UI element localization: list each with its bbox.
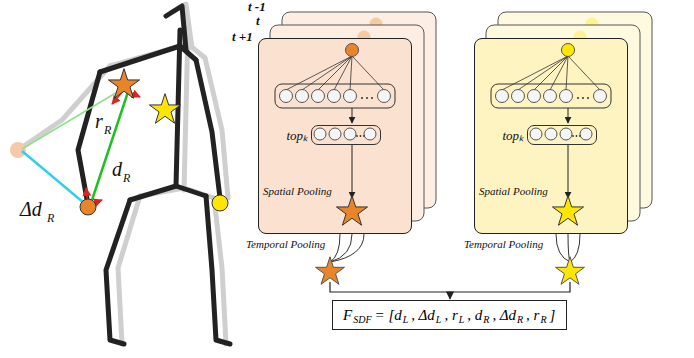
hand-joint (212, 195, 228, 211)
feature-unit (314, 128, 326, 140)
formula-text: , r (444, 307, 457, 324)
subscript: R (123, 172, 130, 185)
ghost-hand (10, 142, 26, 158)
formula-text: ] (550, 307, 556, 324)
local-frame (86, 90, 140, 205)
feature-unit (560, 128, 572, 140)
subscript: L (459, 314, 465, 325)
pooled-star (316, 257, 345, 285)
feature-unit (580, 128, 592, 140)
merge-line (330, 282, 450, 292)
feature-unit (528, 90, 541, 103)
subscript: R (104, 124, 111, 137)
pooled-star (556, 257, 585, 285)
frame-label: t (256, 14, 260, 28)
delta-vector (22, 151, 84, 203)
feature-unit (280, 90, 293, 103)
topk-box: topₖ (527, 125, 597, 145)
panel-illustration (258, 38, 412, 234)
feature-unit (344, 90, 357, 103)
feature-unit (560, 90, 573, 103)
merge-line (450, 282, 570, 292)
pooling-label: Spatial Pooling (479, 185, 548, 197)
formula-text: , r (526, 307, 539, 324)
formula-text: = [d (375, 307, 402, 324)
pooling-label: Spatial Pooling (263, 185, 332, 197)
merge-arrow (449, 292, 450, 299)
symbol-label: Δd (20, 198, 42, 220)
pooled-star (552, 196, 583, 226)
formula-text: , Δd (492, 307, 516, 324)
temporal-line (330, 234, 364, 262)
formula-text: , Δd (411, 307, 435, 324)
feature-unit (544, 90, 557, 103)
feature-unit (328, 90, 341, 103)
subscript: R (47, 212, 54, 225)
ghost-skeleton (18, 4, 228, 344)
pooling-label: Temporal Pooling (464, 238, 543, 250)
hand-joint (80, 199, 96, 215)
feature-row (275, 84, 395, 108)
joint-star (149, 94, 180, 124)
subscript: L (436, 314, 442, 325)
feature-unit (378, 90, 391, 103)
formula-text: F (343, 307, 352, 324)
topk-box: topₖ (311, 125, 381, 145)
feature-unit (496, 90, 509, 103)
feature-unit (594, 90, 607, 103)
feature-unit (329, 128, 341, 140)
subscript: L (403, 314, 409, 325)
temporal-line (556, 234, 570, 262)
feature-unit (512, 90, 525, 103)
feature-unit (545, 128, 557, 140)
feature-box: FSDF= [dL, ΔdL, rL, dR, ΔdR, rR] (332, 300, 567, 330)
ghost-vector (22, 88, 124, 149)
joint-star (108, 69, 139, 99)
subscript: R (540, 314, 546, 325)
feature-unit (364, 128, 376, 140)
frame-panel: Spatial Pooling topₖ (474, 38, 628, 234)
temporal-line (330, 234, 340, 262)
feature-unit (344, 128, 356, 140)
panel-illustration (474, 38, 628, 234)
feature-row (491, 84, 611, 108)
joint-dot (346, 44, 359, 57)
temporal-line (570, 234, 580, 262)
feature-unit (530, 128, 542, 140)
symbol-label: r (95, 110, 103, 132)
symbol-label: d (112, 158, 122, 180)
joint-dot (562, 44, 575, 57)
skeleton (78, 6, 230, 344)
frame-label: t +1 (232, 30, 253, 44)
topk-label: topₖ (502, 126, 524, 144)
feature-unit (296, 90, 309, 103)
temporal-line (330, 234, 352, 262)
subscript: R (483, 314, 489, 325)
subscript: R (517, 314, 523, 325)
frame-label: t -1 (248, 0, 266, 14)
distance-vector (92, 92, 128, 200)
topk-label: topₖ (286, 126, 308, 144)
pooling-label: Temporal Pooling (246, 238, 325, 250)
subscript: SDF (353, 314, 371, 325)
formula-text: , d (467, 307, 482, 324)
pooled-star (336, 196, 367, 226)
frame-panel: Spatial Pooling topₖ (258, 38, 412, 234)
feature-unit (312, 90, 325, 103)
